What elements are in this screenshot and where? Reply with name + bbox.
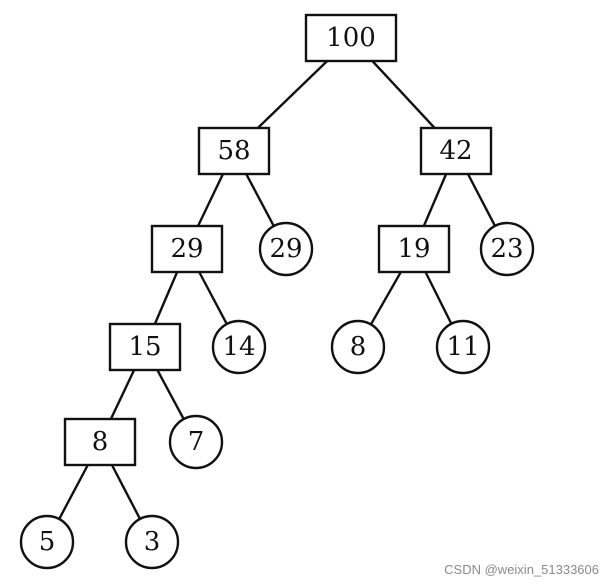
edge-n19-n11 bbox=[424, 271, 453, 325]
node-box bbox=[304, 13, 398, 63]
node-label: 100 bbox=[326, 23, 376, 53]
tree-nodes: 100 58 42 29 29 19 23 15 14 8 11 8 7 5 3 bbox=[19, 13, 535, 570]
node-box bbox=[419, 126, 493, 176]
internal-node-29: 29 bbox=[150, 224, 224, 274]
internal-node-58: 58 bbox=[197, 126, 271, 176]
leaf-node-23: 23 bbox=[479, 221, 535, 277]
edge-n58-n29r bbox=[196, 173, 225, 227]
node-label: 8 bbox=[92, 427, 109, 457]
node-circle bbox=[258, 221, 314, 277]
edge-n29r-n15 bbox=[153, 271, 179, 325]
leaf-node-8: 8 bbox=[330, 319, 386, 375]
node-box bbox=[150, 224, 224, 274]
watermark: CSDN @weixin_51333606 bbox=[444, 562, 599, 577]
node-circle bbox=[330, 319, 386, 375]
node-label: 15 bbox=[128, 332, 161, 362]
leaf-node-3: 3 bbox=[124, 514, 180, 570]
node-label: 58 bbox=[217, 136, 250, 166]
node-label: 42 bbox=[439, 136, 472, 166]
internal-node-8: 8 bbox=[63, 417, 137, 467]
node-label: 19 bbox=[397, 234, 430, 264]
node-box bbox=[63, 417, 137, 467]
internal-node-100: 100 bbox=[304, 13, 398, 63]
node-box bbox=[108, 322, 182, 372]
edge-n100-n58 bbox=[256, 60, 329, 129]
tree-edges bbox=[58, 60, 497, 520]
node-circle bbox=[19, 514, 75, 570]
edge-n15-n8r bbox=[109, 369, 136, 420]
leaf-node-5: 5 bbox=[19, 514, 75, 570]
node-circle bbox=[435, 319, 491, 375]
edge-n42-n23 bbox=[466, 173, 497, 227]
node-label: 7 bbox=[188, 427, 205, 457]
node-circle bbox=[124, 514, 180, 570]
node-label: 14 bbox=[222, 332, 255, 362]
edge-n8r-n5 bbox=[58, 464, 89, 520]
leaf-node-11: 11 bbox=[435, 319, 491, 375]
node-label: 29 bbox=[170, 234, 203, 264]
node-label: 11 bbox=[446, 332, 479, 362]
edge-n100-n42 bbox=[371, 60, 436, 129]
node-label: 5 bbox=[39, 527, 56, 557]
node-box bbox=[197, 126, 271, 176]
node-label: 8 bbox=[350, 332, 367, 362]
leaf-node-7: 7 bbox=[168, 414, 224, 470]
node-label: 3 bbox=[144, 527, 161, 557]
edge-n29r-n14 bbox=[198, 271, 228, 325]
edge-n42-n19 bbox=[422, 173, 448, 227]
edge-n19-n8c bbox=[369, 271, 402, 326]
node-circle bbox=[168, 414, 224, 470]
internal-node-42: 42 bbox=[419, 126, 493, 176]
node-circle bbox=[479, 221, 535, 277]
internal-node-15: 15 bbox=[108, 322, 182, 372]
edge-n58-n29c bbox=[245, 173, 275, 227]
edge-n8r-n3 bbox=[110, 464, 142, 520]
node-label: 29 bbox=[269, 234, 302, 264]
node-label: 23 bbox=[490, 234, 523, 264]
leaf-node-29: 29 bbox=[258, 221, 314, 277]
internal-node-19: 19 bbox=[377, 224, 451, 274]
leaf-node-14: 14 bbox=[211, 319, 267, 375]
node-box bbox=[377, 224, 451, 274]
edge-n15-n7 bbox=[156, 369, 185, 420]
node-circle bbox=[211, 319, 267, 375]
